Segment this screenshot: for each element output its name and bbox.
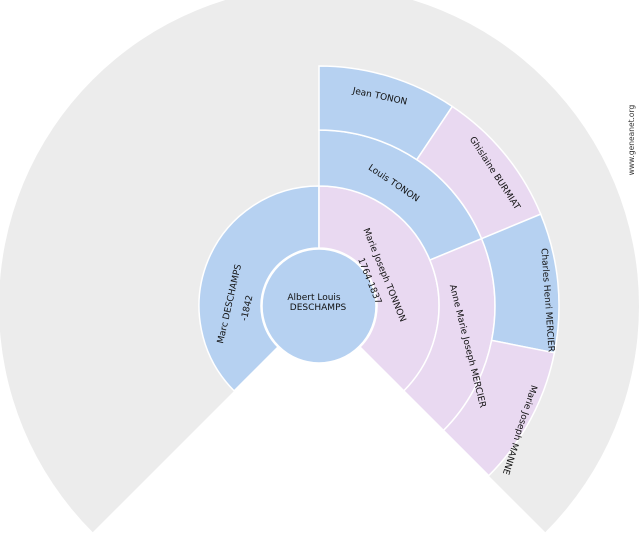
watermark-group: www.geneanet.org xyxy=(627,105,636,176)
watermark-text: www.geneanet.org xyxy=(627,105,636,176)
center-person[interactable] xyxy=(261,248,377,364)
center-name-line2: DESCHAMPS xyxy=(290,303,347,313)
person-marie-joseph-manne[interactable] xyxy=(442,339,556,477)
center-name-line1: Albert Louis xyxy=(287,293,341,303)
person-marc-deschamps[interactable] xyxy=(198,185,320,392)
